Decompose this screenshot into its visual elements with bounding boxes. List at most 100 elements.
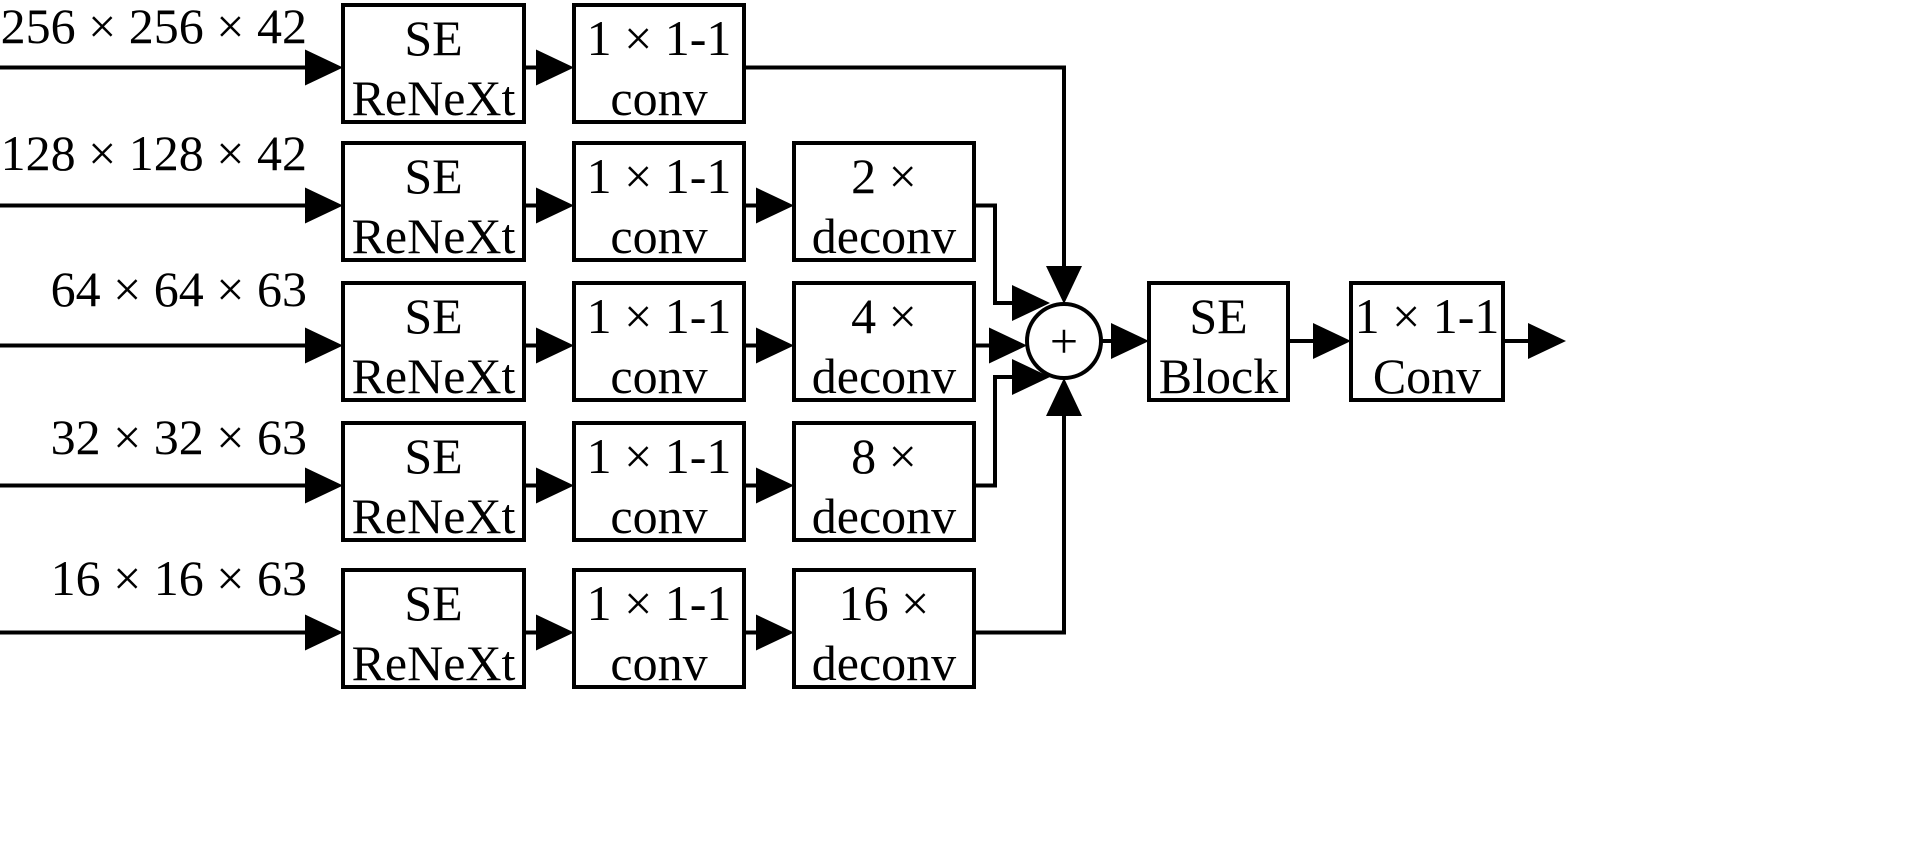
se-renext-block-row-4-line2: ReNeXt — [352, 488, 516, 544]
sum-node: + — [1025, 302, 1103, 380]
route-row-5 — [974, 412, 1066, 635]
input-arrow-row-1 — [305, 49, 343, 86]
deconv-block-row-2: 2 ×deconv — [792, 141, 976, 264]
se-renext-block-row-4-frame — [341, 421, 526, 542]
input-dimension-labels: 256 × 256 × 42 128 × 128 × 42 64 × 64 × 63… — [1, 0, 307, 606]
conv-block-row-1-line1: 1 × 1-1 — [587, 10, 732, 66]
input-label-row-5: 16 × 16 × 63 — [51, 550, 307, 606]
input-label-row-3: 64 × 64 × 63 — [51, 261, 307, 317]
se-renext-block-row-5-frame — [341, 568, 526, 689]
final-conv-block-line2: Conv — [1373, 348, 1481, 404]
se-renext-block-row-4-line1: SE — [404, 428, 462, 484]
conv-block-row-5-frame — [572, 568, 746, 689]
se-renext-block-row-2-frame — [341, 141, 526, 262]
output-arrow — [1528, 323, 1566, 359]
input-arrow-row-2 — [305, 187, 343, 224]
sum-node-circle — [1025, 302, 1103, 380]
conv-block-row-4-line1: 1 × 1-1 — [587, 428, 732, 484]
se-to-conv-arrow-row-5 — [536, 614, 574, 651]
conv-block-row-5-line1: 1 × 1-1 — [587, 575, 732, 631]
route-row-5-arrow — [1046, 378, 1082, 416]
input-arrow-row-5 — [305, 614, 343, 651]
input-label-row-1: 256 × 256 × 42 — [1, 0, 307, 54]
sum-node-symbol: + — [1050, 313, 1078, 369]
deconv-block-row-4: 8 ×deconv — [792, 421, 976, 544]
se-renext-block-row-3-line1: SE — [404, 288, 462, 344]
final-conv-block-frame — [1349, 281, 1505, 402]
conv-block-row-2-line1: 1 × 1-1 — [587, 148, 732, 204]
deconv-block-row-2-line2: deconv — [812, 208, 956, 264]
se-renext-block-row-2-line2: ReNeXt — [352, 208, 516, 264]
conv-block-row-1-frame — [572, 3, 746, 124]
route-row-1 — [744, 65, 1066, 270]
se-block-line1: SE — [1189, 288, 1247, 344]
se-block-line2: Block — [1159, 348, 1278, 404]
deconv-block-row-2-frame — [792, 141, 976, 262]
conv-to-deconv-arrow-row-4 — [756, 467, 794, 504]
se-renext-block-row-3-frame — [341, 281, 526, 402]
route-row-2-arrow — [1012, 285, 1050, 321]
conv-block-row-2-line2: conv — [610, 208, 707, 264]
se-renext-block-row-5-line2: ReNeXt — [352, 635, 516, 691]
deconv-block-row-3: 4 ×deconv — [792, 281, 976, 404]
input-arrow-row-3 — [305, 327, 343, 364]
se-block-to-final-conv-arrow — [1313, 323, 1351, 359]
deconv-block-row-3-line1: 4 × — [851, 288, 917, 344]
deconv-block-row-4-line1: 8 × — [851, 428, 917, 484]
connection-lines — [0, 49, 1566, 651]
conv-to-deconv-arrow-row-5 — [756, 614, 794, 651]
se-to-conv-arrow-row-4 — [536, 467, 574, 504]
se-renext-block-row-3-line2: ReNeXt — [352, 348, 516, 404]
conv-block-row-4-line2: conv — [610, 488, 707, 544]
deconv-block-row-5-line1: 16 × — [839, 575, 930, 631]
se-to-conv-arrow-row-3 — [536, 327, 574, 364]
se-renext-block-row-2-line1: SE — [404, 148, 462, 204]
deconv-block-row-5: 16 ×deconv — [792, 568, 976, 691]
se-renext-block-row-1-line2: ReNeXt — [352, 70, 516, 126]
deconv-block-row-3-line2: deconv — [812, 348, 956, 404]
route-row-1-arrow — [1046, 266, 1082, 304]
se-to-conv-arrow-row-2 — [536, 187, 574, 224]
conv-block-row-2-frame — [572, 141, 746, 262]
route-row-4 — [974, 375, 1020, 488]
input-label-row-4: 32 × 32 × 63 — [51, 409, 307, 465]
se-renext-block-row-5-line1: SE — [404, 575, 462, 631]
final-conv-block-line1: 1 × 1-1 — [1355, 288, 1500, 344]
deconv-block-row-4-frame — [792, 421, 976, 542]
route-row-4-arrow — [1012, 359, 1050, 395]
se-renext-block-row-1-frame — [341, 3, 526, 124]
route-row-2 — [974, 203, 1020, 305]
conv-to-deconv-arrow-row-3 — [756, 327, 794, 364]
input-label-row-2: 128 × 128 × 42 — [1, 125, 307, 181]
deconv-block-row-5-frame — [792, 568, 976, 689]
se-renext-block-row-1-line1: SE — [404, 10, 462, 66]
sum-to-se-block-arrow — [1111, 323, 1149, 359]
se-block-frame — [1147, 281, 1290, 402]
conv-block-row-3-line2: conv — [610, 348, 707, 404]
conv-block-row-1-line2: conv — [610, 70, 707, 126]
conv-block-row-3-line1: 1 × 1-1 — [587, 288, 732, 344]
deconv-block-row-4-line2: deconv — [812, 488, 956, 544]
conv-to-deconv-arrow-row-2 — [756, 187, 794, 224]
input-arrow-row-4 — [305, 467, 343, 504]
deconv-block-row-5-line2: deconv — [812, 635, 956, 691]
deconv-block-row-3-frame — [792, 281, 976, 402]
conv-block-row-4-frame — [572, 421, 746, 542]
conv-block-row-5-line2: conv — [610, 635, 707, 691]
deconv-block-row-2-line1: 2 × — [851, 148, 917, 204]
route-row-3-arrow — [989, 327, 1027, 364]
